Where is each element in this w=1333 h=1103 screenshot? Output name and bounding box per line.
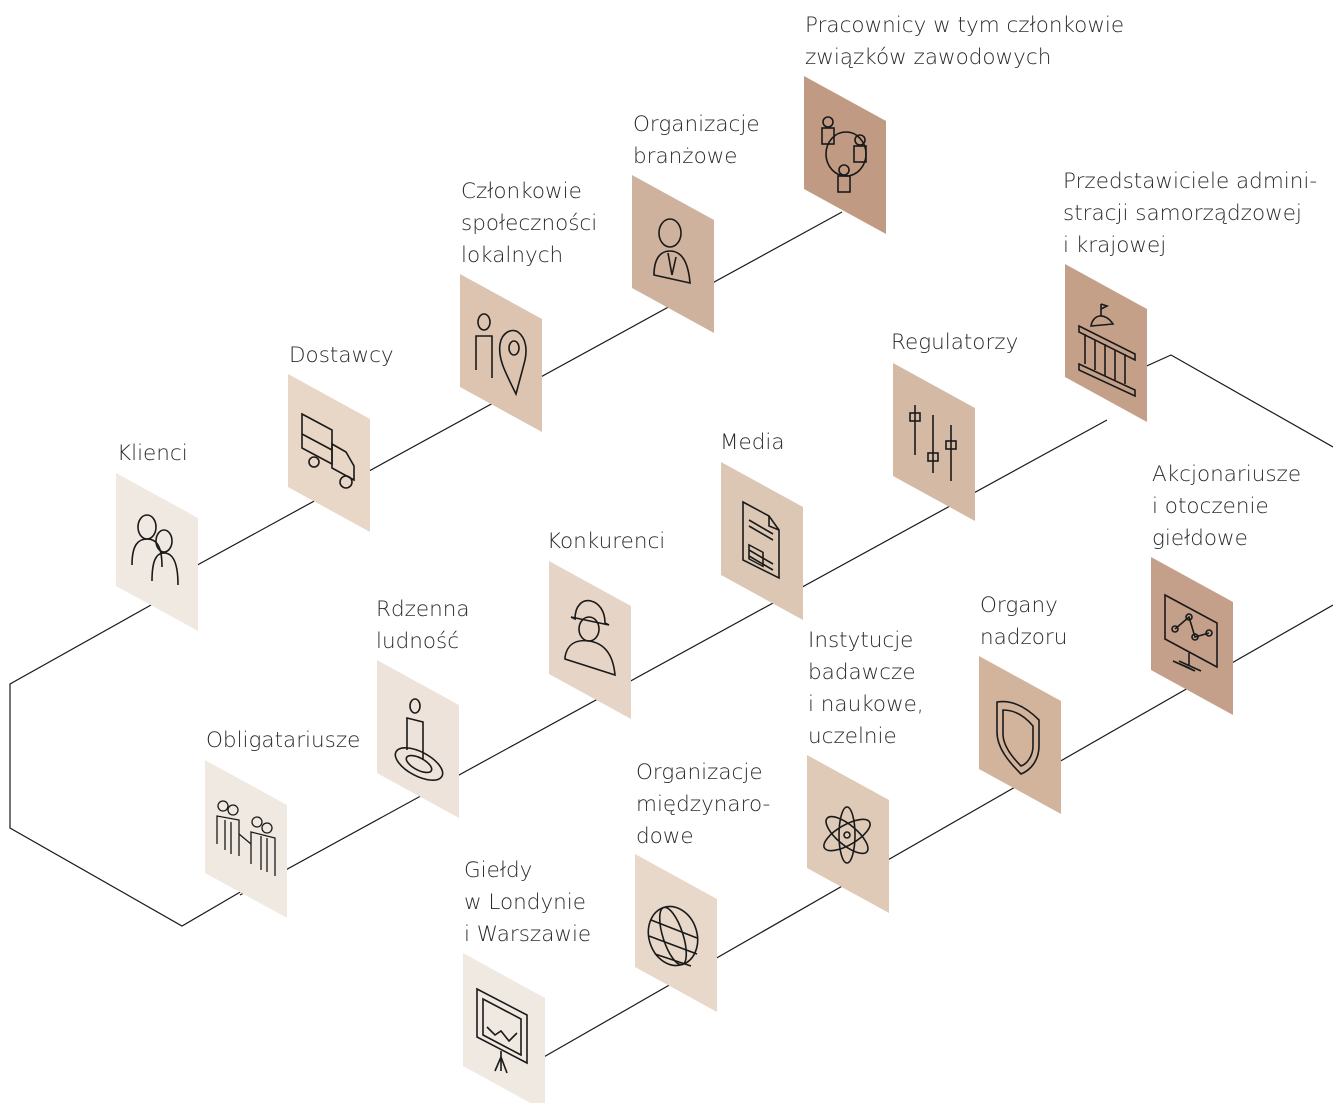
label-dostawcy: Dostawcy — [289, 340, 394, 372]
label-regulatorzy: Regulatorzy — [891, 327, 1018, 359]
label-media: Media — [720, 427, 785, 459]
label-line: Organizacje — [633, 112, 760, 137]
tile-bg — [632, 175, 714, 333]
label-line: ludność — [376, 629, 460, 654]
label-akcjonariusze: Akcjonariusze i otoczenie giełdowe — [1152, 459, 1301, 555]
tile-instytucje — [807, 755, 889, 913]
tile-pracownicy — [804, 76, 886, 234]
tile-organy — [979, 656, 1061, 814]
tile-dostawcy — [288, 374, 370, 532]
label-line: Przedstawiciele admini- — [1063, 169, 1318, 194]
government-building-icon — [1078, 303, 1136, 398]
presentation-chart-icon — [476, 987, 528, 1074]
tile-bg — [549, 561, 631, 719]
outer-frame-left — [9, 599, 243, 927]
label-line: uczelnie — [808, 724, 897, 749]
tile-bg — [721, 462, 803, 620]
atom-icon — [823, 806, 871, 864]
tile-rdzenna — [377, 660, 459, 818]
label-line: Media — [720, 430, 785, 455]
label-line: Konkurenci — [547, 529, 666, 554]
tile-bg — [288, 374, 370, 532]
label-organy: Organy nadzoru — [980, 590, 1067, 654]
tile-bg — [979, 656, 1061, 814]
label-instytucje: Instytucje badawcze i naukowe, uczelnie — [808, 625, 924, 753]
label-konkurenci: Konkurenci — [547, 526, 665, 558]
label-line: i krajowej — [1063, 233, 1167, 258]
label-line: społeczności — [461, 211, 598, 236]
tile-bg — [463, 953, 545, 1103]
shield-icon — [996, 700, 1040, 775]
tile-akcjonariusze — [1151, 557, 1233, 715]
tile-bg — [460, 274, 542, 432]
label-czlonkowie: Członkowie społeczności lokalnych — [461, 176, 597, 272]
tile-bg — [116, 473, 198, 631]
label-line: Pracownicy w tym członkowie — [805, 13, 1125, 38]
tile-czlonkowie — [460, 274, 542, 432]
label-line: i Warszawie — [464, 922, 592, 947]
tile-gieldy — [463, 953, 545, 1103]
label-line: lokalnych — [461, 243, 564, 268]
label-line: Akcjonariusze — [1152, 462, 1302, 487]
label-line: Klienci — [117, 441, 188, 466]
tile-obligatariusze — [205, 760, 287, 918]
label-line: dowe — [636, 824, 694, 849]
tile-bg — [1065, 264, 1147, 422]
label-line: Organy — [980, 593, 1058, 618]
network-people-icon — [821, 116, 867, 193]
person-target-icon — [394, 698, 444, 781]
tile-organizacje-miedzynarodowe — [635, 854, 717, 1012]
label-klienci: Klienci — [117, 438, 188, 470]
label-line: i otoczenie — [1152, 494, 1269, 519]
label-line: związków zawodowych — [805, 45, 1052, 70]
globe-icon — [647, 905, 699, 967]
label-line: Giełdy — [464, 858, 533, 883]
tile-regulatorzy — [893, 363, 975, 521]
label-line: i naukowe, — [808, 692, 924, 717]
label-line: stracji samorządzowej — [1063, 201, 1302, 226]
label-rdzenna: Rdzenna ludność — [376, 594, 470, 658]
label-pracownicy: Pracownicy w tym członkowie związków zawo… — [805, 10, 1124, 74]
label-line: badawcze — [808, 660, 916, 685]
label-line: w Londynie — [464, 890, 586, 915]
label-line: branżowe — [633, 144, 738, 169]
label-organizacje-branzowe: Organizacje branżowe — [633, 109, 760, 173]
tile-organizacje-branzowe — [632, 175, 714, 333]
outer-frame-right — [1139, 354, 1333, 448]
label-line: Instytucje — [808, 628, 914, 653]
tile-klienci — [116, 473, 198, 631]
label-line: Regulatorzy — [891, 330, 1019, 355]
label-line: Rdzenna — [376, 597, 470, 622]
tile-bg — [377, 660, 459, 818]
document-icon — [742, 500, 780, 580]
businessman-icon — [653, 218, 691, 285]
handshake-group-icon — [216, 800, 276, 876]
label-line: giełdowe — [1152, 526, 1248, 551]
label-line: Członkowie — [461, 179, 582, 204]
label-gieldy: Giełdy w Londynie i Warszawie — [464, 855, 591, 951]
tile-konkurenci — [549, 561, 631, 719]
tile-bg — [804, 76, 886, 234]
label-line: nadzoru — [980, 625, 1068, 650]
label-line: międzynaro- — [636, 792, 771, 817]
label-przedstawiciele: Przedstawiciele admini-stracji samorządz… — [1063, 166, 1317, 262]
tile-bg — [893, 363, 975, 521]
person-location-icon — [475, 313, 527, 397]
people-icon — [131, 514, 179, 586]
tile-media — [721, 462, 803, 620]
tile-bg — [807, 755, 889, 913]
label-line: Organizacje — [636, 760, 763, 785]
label-obligatariusze: Obligatariusze — [206, 725, 360, 757]
sliders-icon — [909, 405, 957, 481]
label-line: Dostawcy — [289, 343, 394, 368]
monitor-chart-icon — [1164, 593, 1218, 672]
tile-bg — [635, 854, 717, 1012]
label-line: Obligatariusze — [206, 728, 361, 753]
worker-helmet-icon — [564, 599, 616, 677]
tile-przedstawiciele — [1065, 264, 1147, 422]
label-organizacje-miedzynarodowe: Organizacje międzynaro-dowe — [636, 757, 770, 853]
truck-icon — [301, 412, 355, 489]
